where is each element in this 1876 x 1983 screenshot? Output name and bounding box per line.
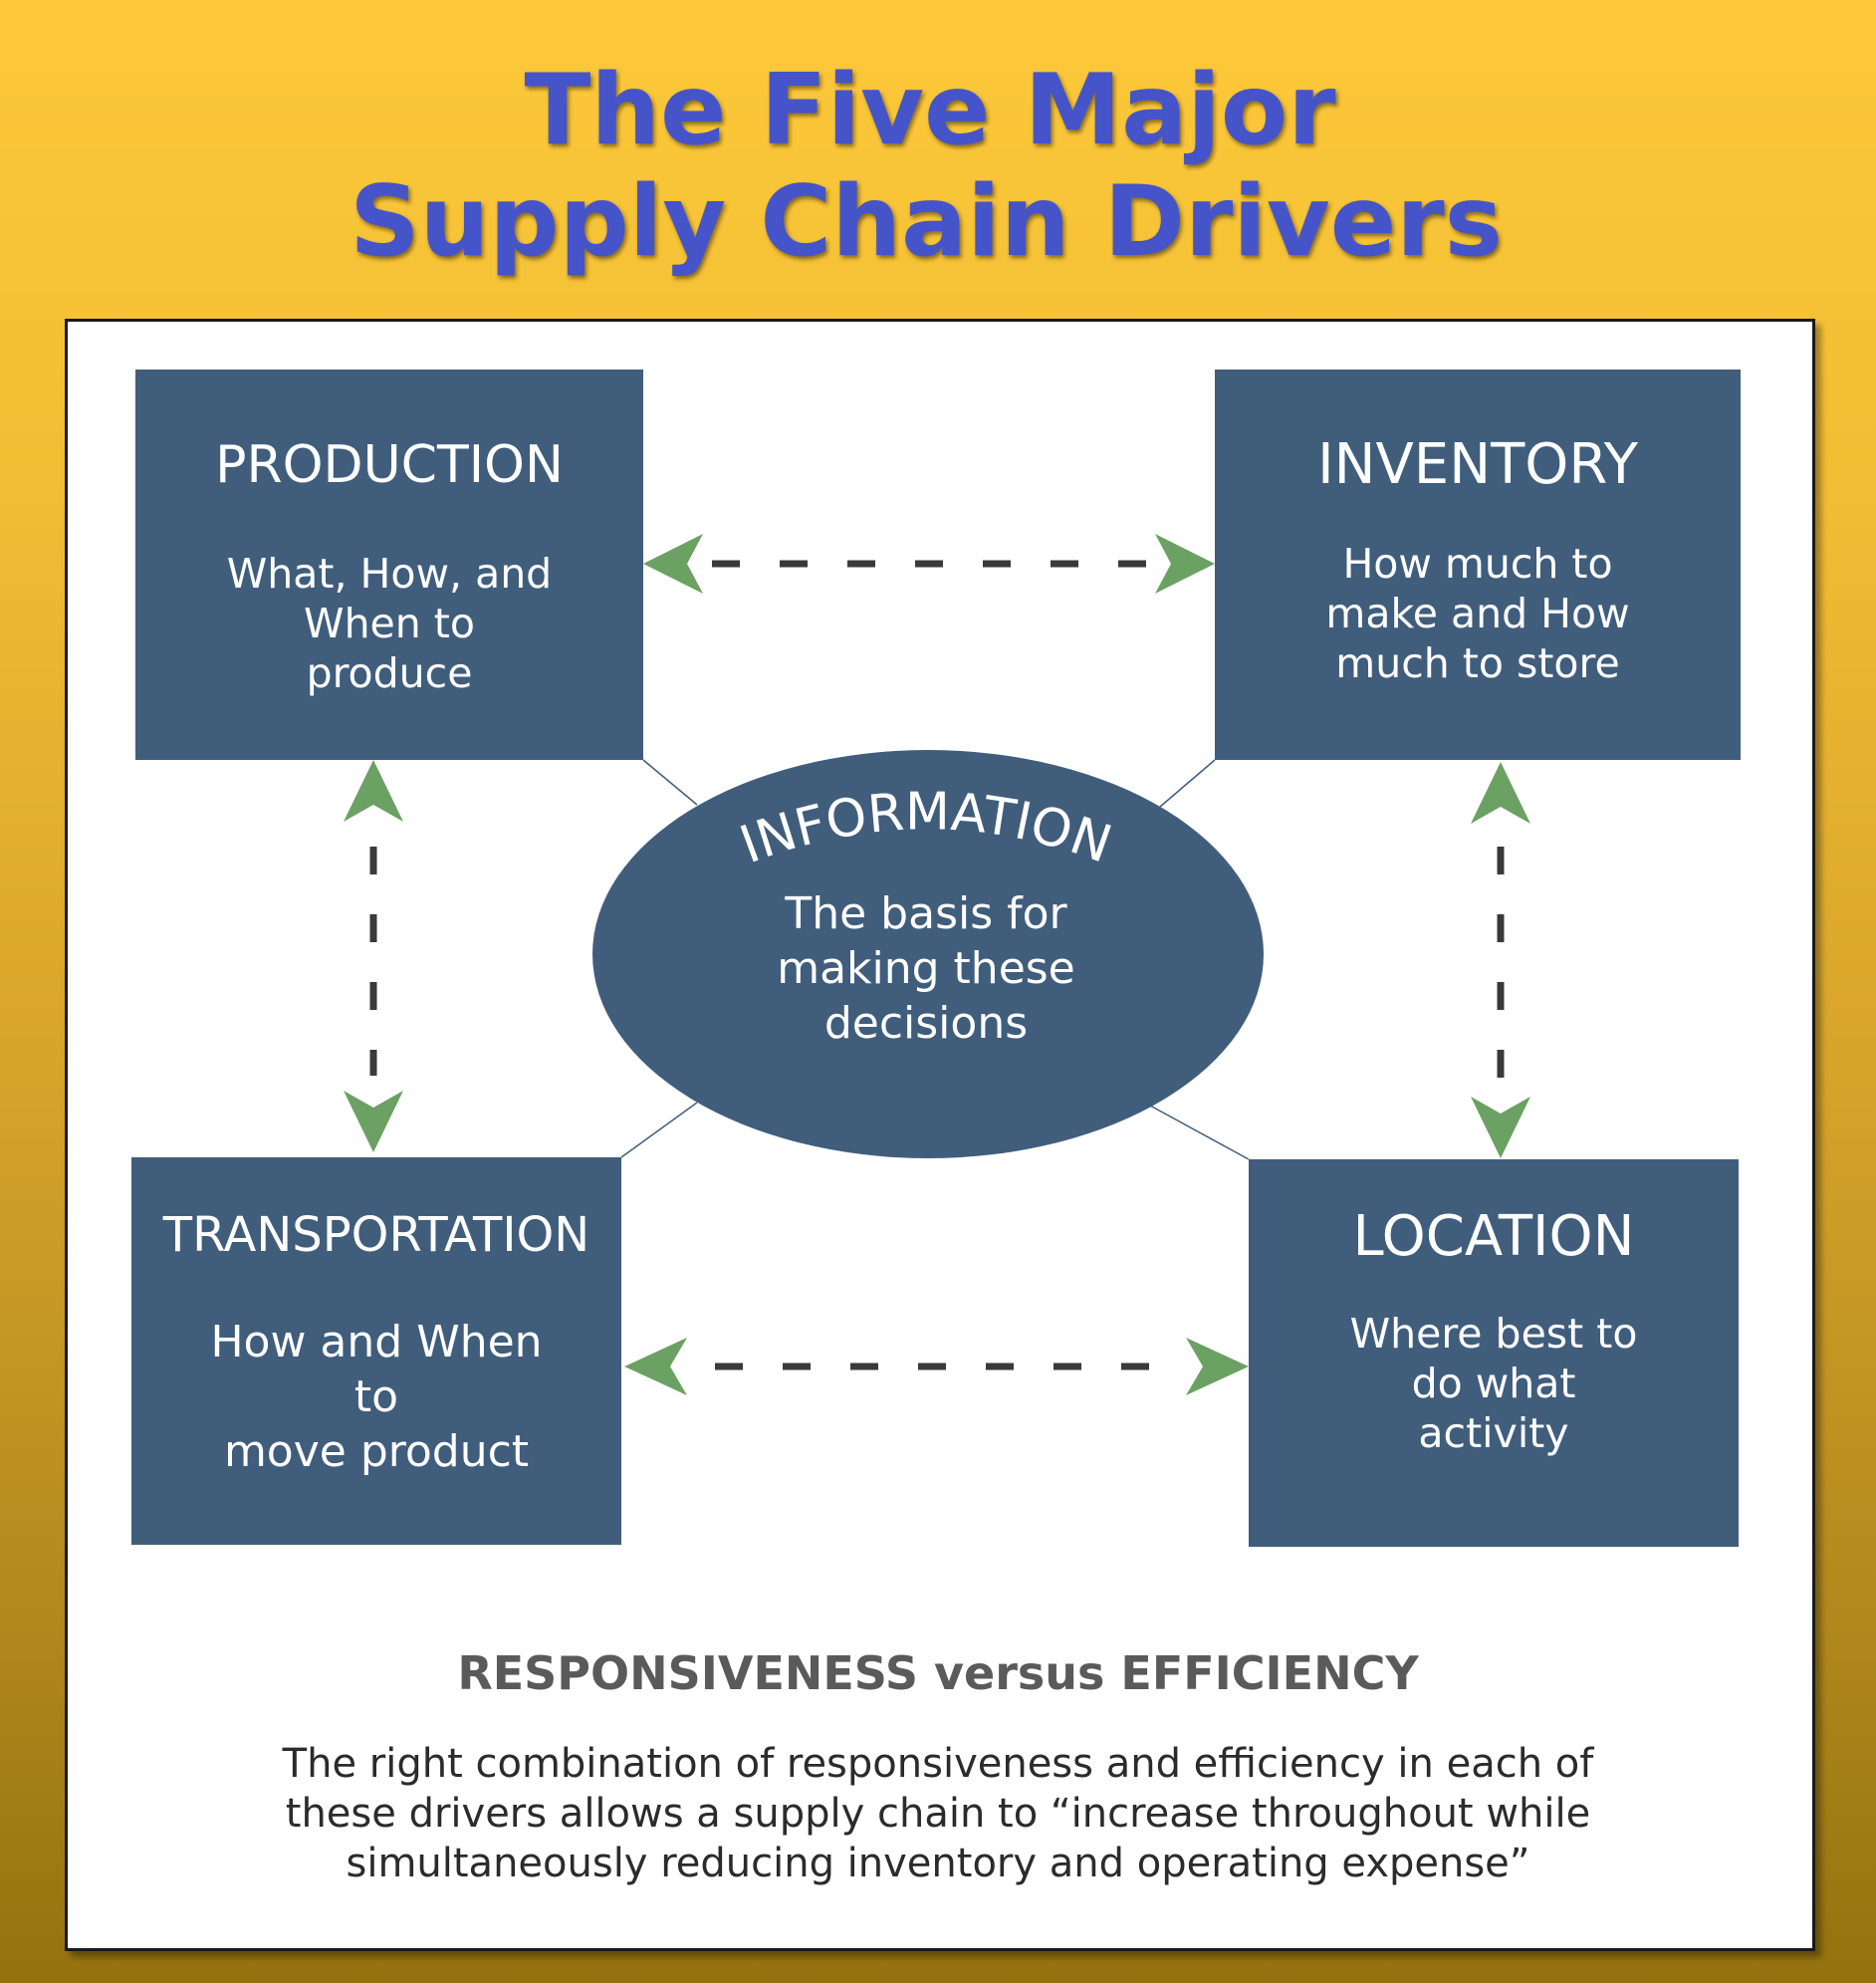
arrow-head-right (1155, 534, 1215, 594)
responsiveness-heading: RESPONSIVENESS versus EFFICIENCY (457, 1646, 1419, 1700)
transportation-desc-line-3: move product (223, 1426, 530, 1477)
information-desc-line-3: decisions (823, 998, 1029, 1049)
inventory-desc: How much to make and How much to store (1215, 539, 1741, 688)
connector-production-information (642, 759, 698, 806)
inventory-desc-line-1: How much to (1342, 540, 1613, 588)
transportation-title: TRANSPORTATION (162, 1207, 590, 1263)
arrow-inventory-location (1471, 762, 1530, 1158)
responsiveness-body-line-3: simultaneously reducing inventory and op… (346, 1841, 1530, 1886)
arrow-head-up (1471, 762, 1530, 824)
arrow-head-right (1186, 1338, 1249, 1395)
location-box: LOCATION Where best to do what activity (1249, 1159, 1739, 1547)
connector-transportation-information (620, 1102, 698, 1158)
information-desc: The basis for making these decisions (697, 886, 1155, 1051)
production-desc-line-2: When to (304, 600, 475, 647)
location-desc-line-1: Where best to (1349, 1310, 1638, 1358)
production-box: PRODUCTION What, How, and When to produc… (135, 370, 643, 760)
production-desc: What, How, and When to produce (135, 549, 643, 698)
information-desc-line-2: making these (777, 943, 1075, 994)
information-ellipse (592, 750, 1264, 1158)
inventory-title: INVENTORY (1317, 432, 1638, 497)
arrow-head-left (643, 534, 703, 594)
location-title: LOCATION (1352, 1204, 1635, 1269)
information-desc-line-1: The basis for (785, 888, 1067, 939)
production-desc-line-1: What, How, and (226, 550, 553, 598)
arrow-production-inventory (643, 534, 1215, 594)
inventory-box: INVENTORY How much to make and How much … (1215, 370, 1741, 760)
transportation-desc-line-2: to (353, 1371, 399, 1422)
transportation-desc-line-1: How and When (210, 1317, 543, 1367)
inventory-desc-line-3: much to store (1335, 639, 1620, 687)
production-desc-line-3: produce (306, 649, 473, 697)
arrow-head-down (344, 1091, 403, 1152)
arrow-head-down (1471, 1097, 1530, 1158)
transportation-desc: How and When to move product (131, 1315, 621, 1479)
production-title: PRODUCTION (215, 435, 564, 495)
arrow-production-transportation (344, 760, 403, 1152)
arrow-head-left (624, 1338, 687, 1395)
connector-location-information (1149, 1105, 1250, 1160)
responsiveness-body-line-1: The right combination of responsiveness … (282, 1741, 1594, 1787)
responsiveness-body-line-2: these drivers allows a supply chain to “… (285, 1791, 1591, 1837)
location-desc: Where best to do what activity (1249, 1309, 1739, 1458)
location-desc-line-2: do what (1411, 1360, 1576, 1407)
title-line-2: Supply Chain Drivers (350, 165, 1503, 279)
responsiveness-body: The right combination of responsiveness … (199, 1739, 1677, 1888)
connector-inventory-information (1159, 759, 1216, 808)
transportation-box: TRANSPORTATION How and When to move prod… (131, 1157, 621, 1545)
inventory-desc-line-2: make and How (1325, 590, 1630, 637)
title-line-1: The Five Major (524, 54, 1336, 167)
location-desc-line-3: activity (1418, 1409, 1569, 1457)
arrow-head-up (344, 760, 403, 822)
page-title: The Five Major Supply Chain Drivers (0, 55, 1876, 278)
arrow-transportation-location (624, 1338, 1249, 1395)
